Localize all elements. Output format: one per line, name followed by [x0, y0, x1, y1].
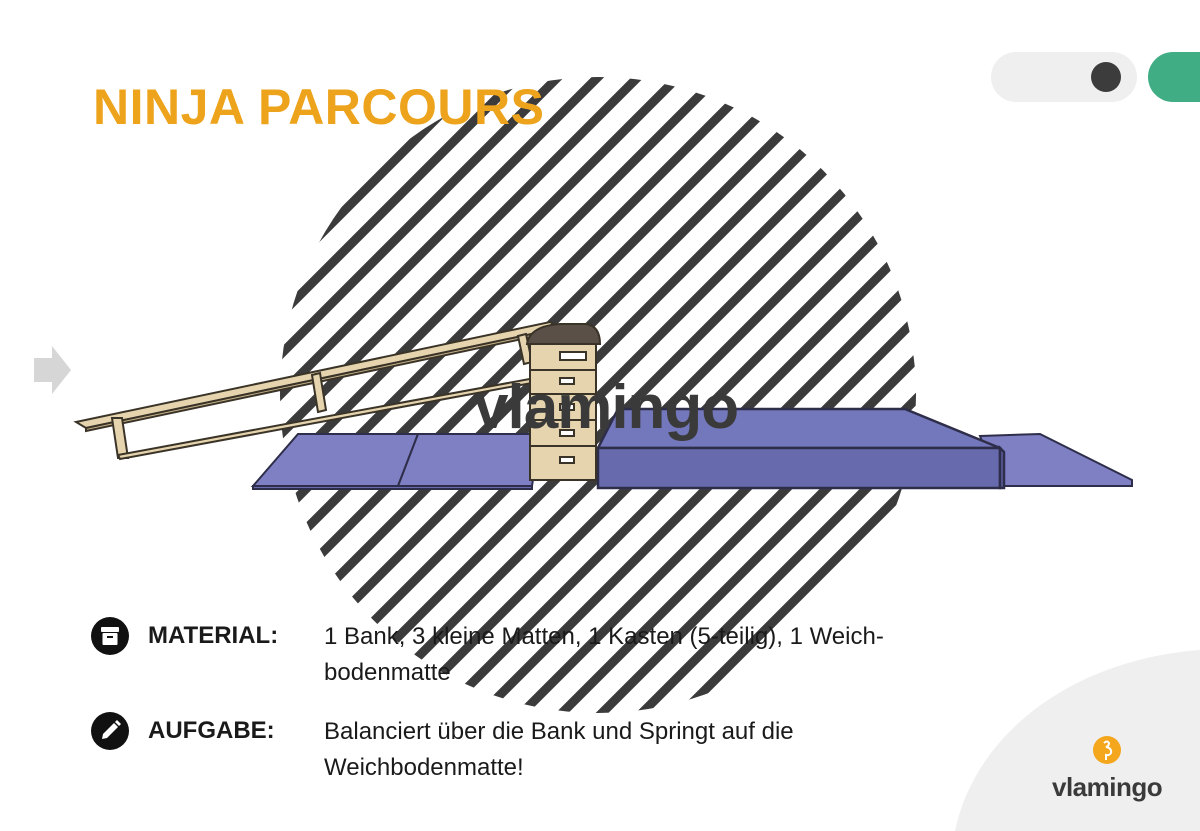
bench	[73, 320, 563, 461]
task-label: AUFGABE:	[148, 717, 275, 744]
brand-name: vlamingo	[1052, 772, 1163, 802]
brand-logo: vlamingo	[1052, 735, 1163, 803]
archive-box-icon	[91, 617, 129, 655]
material-label: MATERIAL:	[148, 622, 279, 649]
flamingo-logo-icon	[1093, 736, 1121, 764]
toggle-knob[interactable]	[1091, 62, 1121, 92]
soft-mat	[595, 407, 1006, 490]
arrow-right-icon[interactable]	[32, 344, 72, 396]
next-card-tab[interactable]	[1148, 52, 1200, 102]
page-title: NINJA PARCOURS	[93, 79, 545, 135]
material-text: 1 Bank, 3 kleine Matten, 1 Kasten (5-tei…	[324, 623, 884, 686]
task-text: Balanciert über die Bank und Springt auf…	[324, 718, 794, 781]
vaulting-box	[525, 323, 602, 481]
watermark: vlamingo	[474, 373, 739, 442]
small-mats-left	[250, 433, 542, 490]
pencil-icon	[91, 712, 129, 750]
